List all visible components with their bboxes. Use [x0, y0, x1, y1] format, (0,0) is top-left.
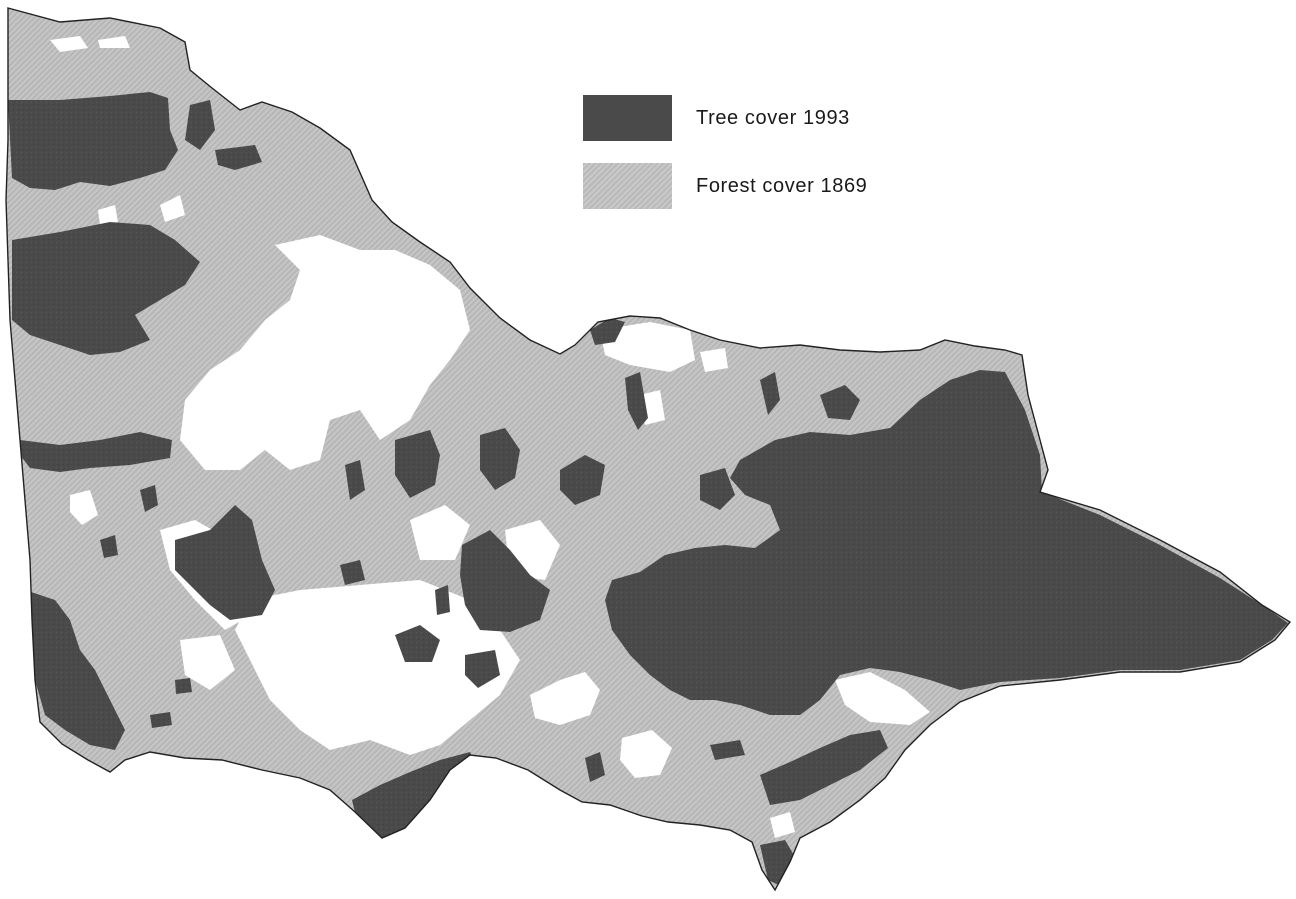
forest-cover-swatch	[583, 163, 672, 209]
legend-label: Tree cover 1993	[696, 106, 850, 129]
tree-cover-swatch	[583, 95, 672, 141]
legend-label: Forest cover 1869	[696, 174, 868, 197]
tree-cover-1993-areas	[8, 92, 1288, 888]
map-legend: Tree cover 1993 Forest cover 1869	[583, 95, 923, 231]
legend-item-forest-cover: Forest cover 1869	[583, 163, 923, 209]
legend-item-tree-cover: Tree cover 1993	[583, 95, 923, 141]
